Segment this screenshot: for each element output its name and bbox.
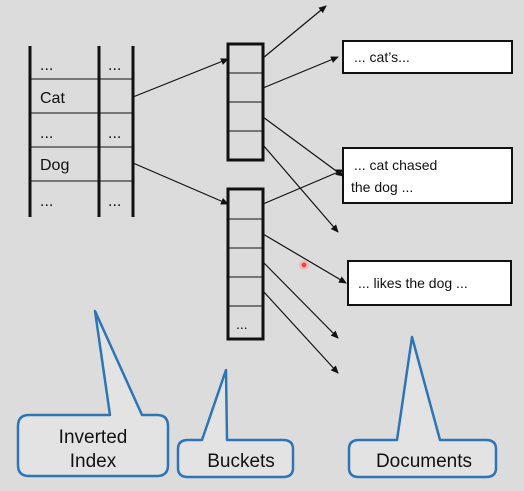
callout-inverted-index-line1: Inverted bbox=[59, 427, 128, 448]
document-text: ... cat’s... bbox=[354, 49, 410, 65]
arrow-bucket-to-document bbox=[262, 290, 339, 374]
document-text: ... likes the dog ... bbox=[358, 275, 468, 291]
callout-documents-label: Documents bbox=[376, 451, 472, 472]
arrow-bucket-to-document bbox=[262, 56, 339, 89]
callout-inverted-index-line2: Index bbox=[70, 451, 117, 472]
index-pointer-cell: ... bbox=[108, 57, 121, 74]
arrow-bucket-to-document bbox=[262, 261, 339, 339]
bucket-dog-frame bbox=[226, 187, 265, 341]
callout-inverted-index: Inverted Index bbox=[16, 309, 170, 478]
document-box bbox=[342, 40, 513, 74]
index-term-cell: ... bbox=[40, 193, 53, 210]
index-pointer-cell: ... bbox=[108, 125, 121, 142]
callout-buckets: Buckets bbox=[176, 368, 295, 479]
arrow-dog-to-bucket bbox=[132, 162, 229, 205]
documents: ... cat’s... ... cat chased the dog ... … bbox=[342, 40, 513, 306]
callout-documents-shape bbox=[347, 335, 498, 479]
document-box bbox=[347, 260, 512, 306]
arrow-bucket-to-document bbox=[262, 116, 344, 177]
callout-inverted-index-shape bbox=[16, 309, 170, 478]
document-text: the dog ... bbox=[351, 179, 413, 195]
index-pointer-cell: ... bbox=[108, 193, 121, 210]
callout-buckets-label: Buckets bbox=[207, 451, 275, 472]
document-box bbox=[342, 147, 513, 204]
index-term-dog: Dog bbox=[40, 157, 69, 174]
inverted-index-table bbox=[28, 46, 135, 217]
callout-buckets-shape bbox=[176, 368, 295, 479]
index-term-cell: ... bbox=[40, 125, 53, 142]
index-cells: ... ... Cat ... ... Dog ... ... bbox=[40, 57, 121, 210]
bucket-dog bbox=[226, 187, 265, 341]
index-term-cat: Cat bbox=[40, 90, 65, 107]
callout-documents: Documents bbox=[347, 335, 498, 479]
arrow-cat-to-bucket bbox=[132, 58, 229, 98]
bucket-ellipsis: ... bbox=[236, 316, 248, 332]
bucket-cat bbox=[226, 42, 265, 162]
arrow-bucket-to-document bbox=[262, 233, 347, 284]
arrows bbox=[132, 5, 347, 374]
arrow-bucket-to-document bbox=[262, 5, 327, 59]
document-text: ... cat chased bbox=[354, 157, 437, 173]
index-term-cell: ... bbox=[40, 57, 53, 74]
arrow-bucket-to-document bbox=[262, 169, 344, 205]
